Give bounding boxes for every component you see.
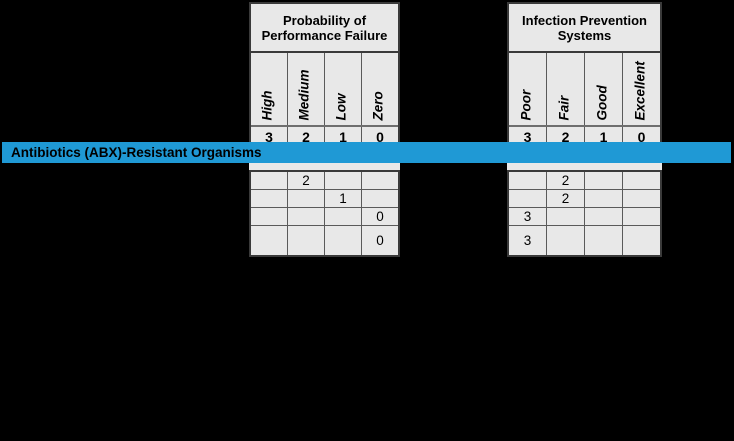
cell: [361, 189, 400, 208]
table-row: 0: [249, 207, 400, 226]
table-row: 0: [249, 225, 400, 257]
cell: 2: [287, 170, 325, 190]
cell: [584, 225, 623, 257]
cell: [249, 225, 288, 257]
column-header-fair: Fair: [546, 51, 585, 127]
table-row: 2: [249, 170, 400, 190]
cell: [249, 189, 288, 208]
column-header-high-label: High: [259, 90, 275, 120]
cell: 1: [324, 189, 362, 208]
cell: [287, 225, 325, 257]
column-header-low-label: Low: [333, 93, 349, 120]
cell: [249, 170, 288, 190]
column-header-high: High: [249, 51, 288, 127]
cell: 0: [361, 225, 400, 257]
category-banner-label: Antibiotics (ABX)-Resistant Organisms: [11, 145, 262, 160]
category-banner: Antibiotics (ABX)-Resistant Organisms: [2, 142, 731, 163]
cell: [546, 207, 585, 226]
column-header-fair-label: Fair: [556, 95, 571, 120]
cell: [546, 225, 585, 257]
cell: [622, 225, 662, 257]
column-header-zero: Zero: [361, 51, 400, 127]
cell: [507, 170, 547, 190]
group-title-infection-prevention: Infection Prevention Systems: [507, 2, 662, 53]
group-title-row: Infection Prevention Systems: [507, 2, 662, 53]
group-title-probability: Probability of Performance Failure: [249, 2, 400, 53]
group-title-row: Probability of Performance Failure: [249, 2, 400, 53]
probability-of-performance-failure-table: Probability of Performance Failure High …: [249, 2, 400, 257]
cell: [287, 189, 325, 208]
column-header-excellent: Excellent: [622, 51, 662, 127]
table-row: 2: [507, 189, 662, 208]
cell: 3: [507, 207, 547, 226]
group-title-line1: Infection Prevention: [522, 12, 647, 28]
cell: [584, 207, 623, 226]
column-header-zero-label: Zero: [370, 90, 386, 120]
cell: 2: [546, 189, 585, 208]
cell: [324, 225, 362, 257]
cell: 0: [361, 207, 400, 226]
group-title-line2: Systems: [557, 27, 612, 43]
column-header-good: Good: [584, 51, 623, 127]
table-row: 2: [507, 170, 662, 190]
cell: [622, 207, 662, 226]
cell: 2: [546, 170, 585, 190]
cell: [249, 207, 288, 226]
column-header-poor-label: Poor: [518, 89, 533, 120]
cell: [584, 189, 623, 208]
column-header-medium: Medium: [287, 51, 325, 127]
group-title-line2: Performance Failure: [261, 27, 388, 43]
cell: [324, 207, 362, 226]
cell: [361, 170, 400, 190]
cell: [622, 170, 662, 190]
table-row: 3: [507, 225, 662, 257]
table-row: 3: [507, 207, 662, 226]
table-row: 1: [249, 189, 400, 208]
cell: [584, 170, 623, 190]
infection-prevention-systems-table: Infection Prevention Systems Poor Fair G…: [507, 2, 662, 257]
group-title-line1: Probability of: [282, 12, 367, 28]
cell: 3: [507, 225, 547, 257]
column-header-good-label: Good: [594, 84, 609, 120]
column-header-excellent-label: Excellent: [632, 60, 647, 120]
column-header-poor: Poor: [507, 51, 547, 127]
column-header-medium-label: Medium: [296, 68, 312, 120]
cell: [507, 189, 547, 208]
rotated-header-row: Poor Fair Good Excellent: [507, 51, 662, 127]
cell: [324, 170, 362, 190]
cell: [287, 207, 325, 226]
column-header-low: Low: [324, 51, 362, 127]
cell: [622, 189, 662, 208]
rotated-header-row: High Medium Low Zero: [249, 51, 400, 127]
